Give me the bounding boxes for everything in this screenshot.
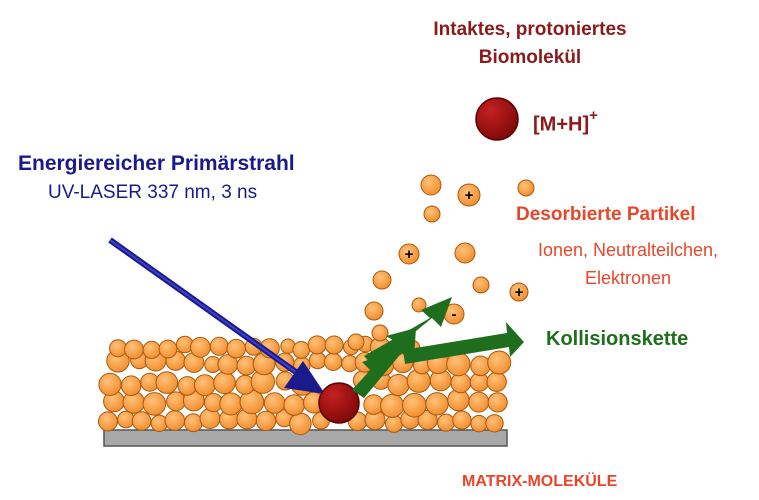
- particle-sphere: [411, 297, 427, 313]
- matrix-particle: [226, 338, 246, 359]
- matrix-particle: [487, 392, 508, 413]
- matrix-particle: [308, 351, 327, 370]
- particle-sphere: [454, 242, 476, 264]
- matrix-particle: [380, 393, 405, 418]
- matrix-label: MATRIX-MOLEKÜLE: [462, 473, 618, 490]
- matrix-particle: [166, 391, 186, 412]
- neutral-particle: [347, 333, 365, 351]
- neutral-particle: [372, 270, 392, 290]
- matrix-particle: [437, 413, 455, 432]
- neutral-particle: [364, 301, 384, 321]
- neutral-particle: [423, 205, 441, 223]
- particle-sphere: [423, 205, 441, 223]
- particle-sphere: [398, 243, 420, 265]
- matrix-particle: [283, 394, 306, 416]
- matrix-particle: [289, 412, 312, 436]
- collision-chain-arrow-icon: [352, 297, 524, 398]
- neutral-particle: [420, 174, 442, 196]
- matrix-particle: [155, 371, 179, 394]
- desorbed-description: Ionen, Neutralteilchen, Elektronen: [508, 236, 748, 292]
- biomolecule-label-line1: Intaktes, protoniertes: [433, 19, 627, 40]
- charge-symbol: +: [405, 246, 414, 263]
- matrix-particle: [402, 392, 427, 418]
- positive-ion: +: [509, 282, 529, 302]
- collision-chain-label: Kollisionskette: [546, 328, 689, 350]
- positive-ion: +: [398, 243, 420, 265]
- particle-sphere: [372, 270, 392, 290]
- matrix-particle: [109, 339, 127, 358]
- positive-ion: +: [457, 183, 481, 207]
- ion-formula: [M+H]: [533, 113, 590, 136]
- matrix-particle: [219, 392, 243, 416]
- particle-sphere: [420, 174, 442, 196]
- matrix-particle: [487, 350, 512, 375]
- matrix-particle: [425, 392, 449, 416]
- desorbed-line1: Ionen, Neutralteilchen,: [537, 240, 719, 260]
- matrix-particle: [255, 410, 277, 432]
- particle-sphere: [509, 282, 529, 302]
- matrix-particle: [117, 410, 135, 429]
- neutral-particle: [517, 179, 535, 197]
- matrix-particle: [199, 408, 221, 429]
- analyte-molecule-icon: [318, 382, 360, 424]
- desorbed-line2: Elektronen: [584, 268, 672, 288]
- matrix-particle: [142, 392, 167, 416]
- desorbed-title: Desorbierte Partikel: [516, 204, 696, 225]
- matrix-particle: [263, 392, 286, 414]
- particle-sphere: [472, 276, 490, 294]
- particle-sphere: [517, 179, 535, 197]
- charge-symbol: +: [515, 284, 524, 301]
- matrix-particle: [450, 372, 472, 394]
- matrix-particle: [324, 352, 343, 371]
- matrix-particle: [98, 372, 122, 396]
- biomolecule-label-line2: Biomolekül: [478, 47, 582, 68]
- matrix-bed: [98, 335, 512, 436]
- matrix-particle: [307, 335, 327, 355]
- matrix-particle: [213, 371, 236, 395]
- matrix-particle: [468, 391, 490, 413]
- matrix-particle: [120, 375, 142, 397]
- matrix-particle: [98, 411, 118, 432]
- matrix-particle: [124, 339, 144, 360]
- matrix-particle: [385, 414, 403, 433]
- charge-symbol: -: [452, 306, 457, 323]
- ion-charge: +: [589, 107, 598, 124]
- matrix-particle: [183, 413, 203, 433]
- particle-sphere: [347, 333, 365, 351]
- neutral-particle: [454, 242, 476, 264]
- matrix-particle: [142, 340, 161, 359]
- matrix-particle: [190, 336, 211, 358]
- laser-beam-arrow-icon: [108, 237, 325, 394]
- matrix-particle: [292, 341, 311, 359]
- matrix-particle: [470, 414, 488, 433]
- matrix-particle: [164, 410, 186, 431]
- matrix-particle: [158, 339, 178, 359]
- matrix-particle: [177, 376, 198, 396]
- charge-symbol: +: [465, 187, 474, 204]
- matrix-particle: [193, 374, 216, 397]
- matrix-particle: [209, 336, 229, 356]
- matrix-particle: [486, 371, 507, 392]
- particle-sphere: [364, 301, 384, 321]
- laser-title: Energiereicher Primärstrahl: [18, 152, 295, 175]
- neutral-particle: [472, 276, 490, 294]
- neutral-particle: [371, 324, 389, 342]
- particle-sphere: [457, 183, 481, 207]
- matrix-particle: [452, 410, 472, 430]
- biomolecule-label: Intaktes, protoniertes Biomolekül: [405, 16, 655, 72]
- matrix-particle: [470, 355, 491, 377]
- laser-subtitle: UV-LASER 337 nm, 3 ns: [48, 182, 258, 203]
- desorbed-particles: + + + -: [347, 174, 535, 356]
- protonated-biomolecule-icon: [475, 97, 519, 141]
- ion-formula-label: [M+H]+: [533, 107, 598, 137]
- matrix-particle: [485, 414, 504, 433]
- matrix-particle: [387, 373, 410, 397]
- particle-sphere: [371, 324, 389, 342]
- matrix-particle: [131, 411, 152, 431]
- matrix-particle: [324, 335, 344, 355]
- neutral-particle: [411, 297, 427, 313]
